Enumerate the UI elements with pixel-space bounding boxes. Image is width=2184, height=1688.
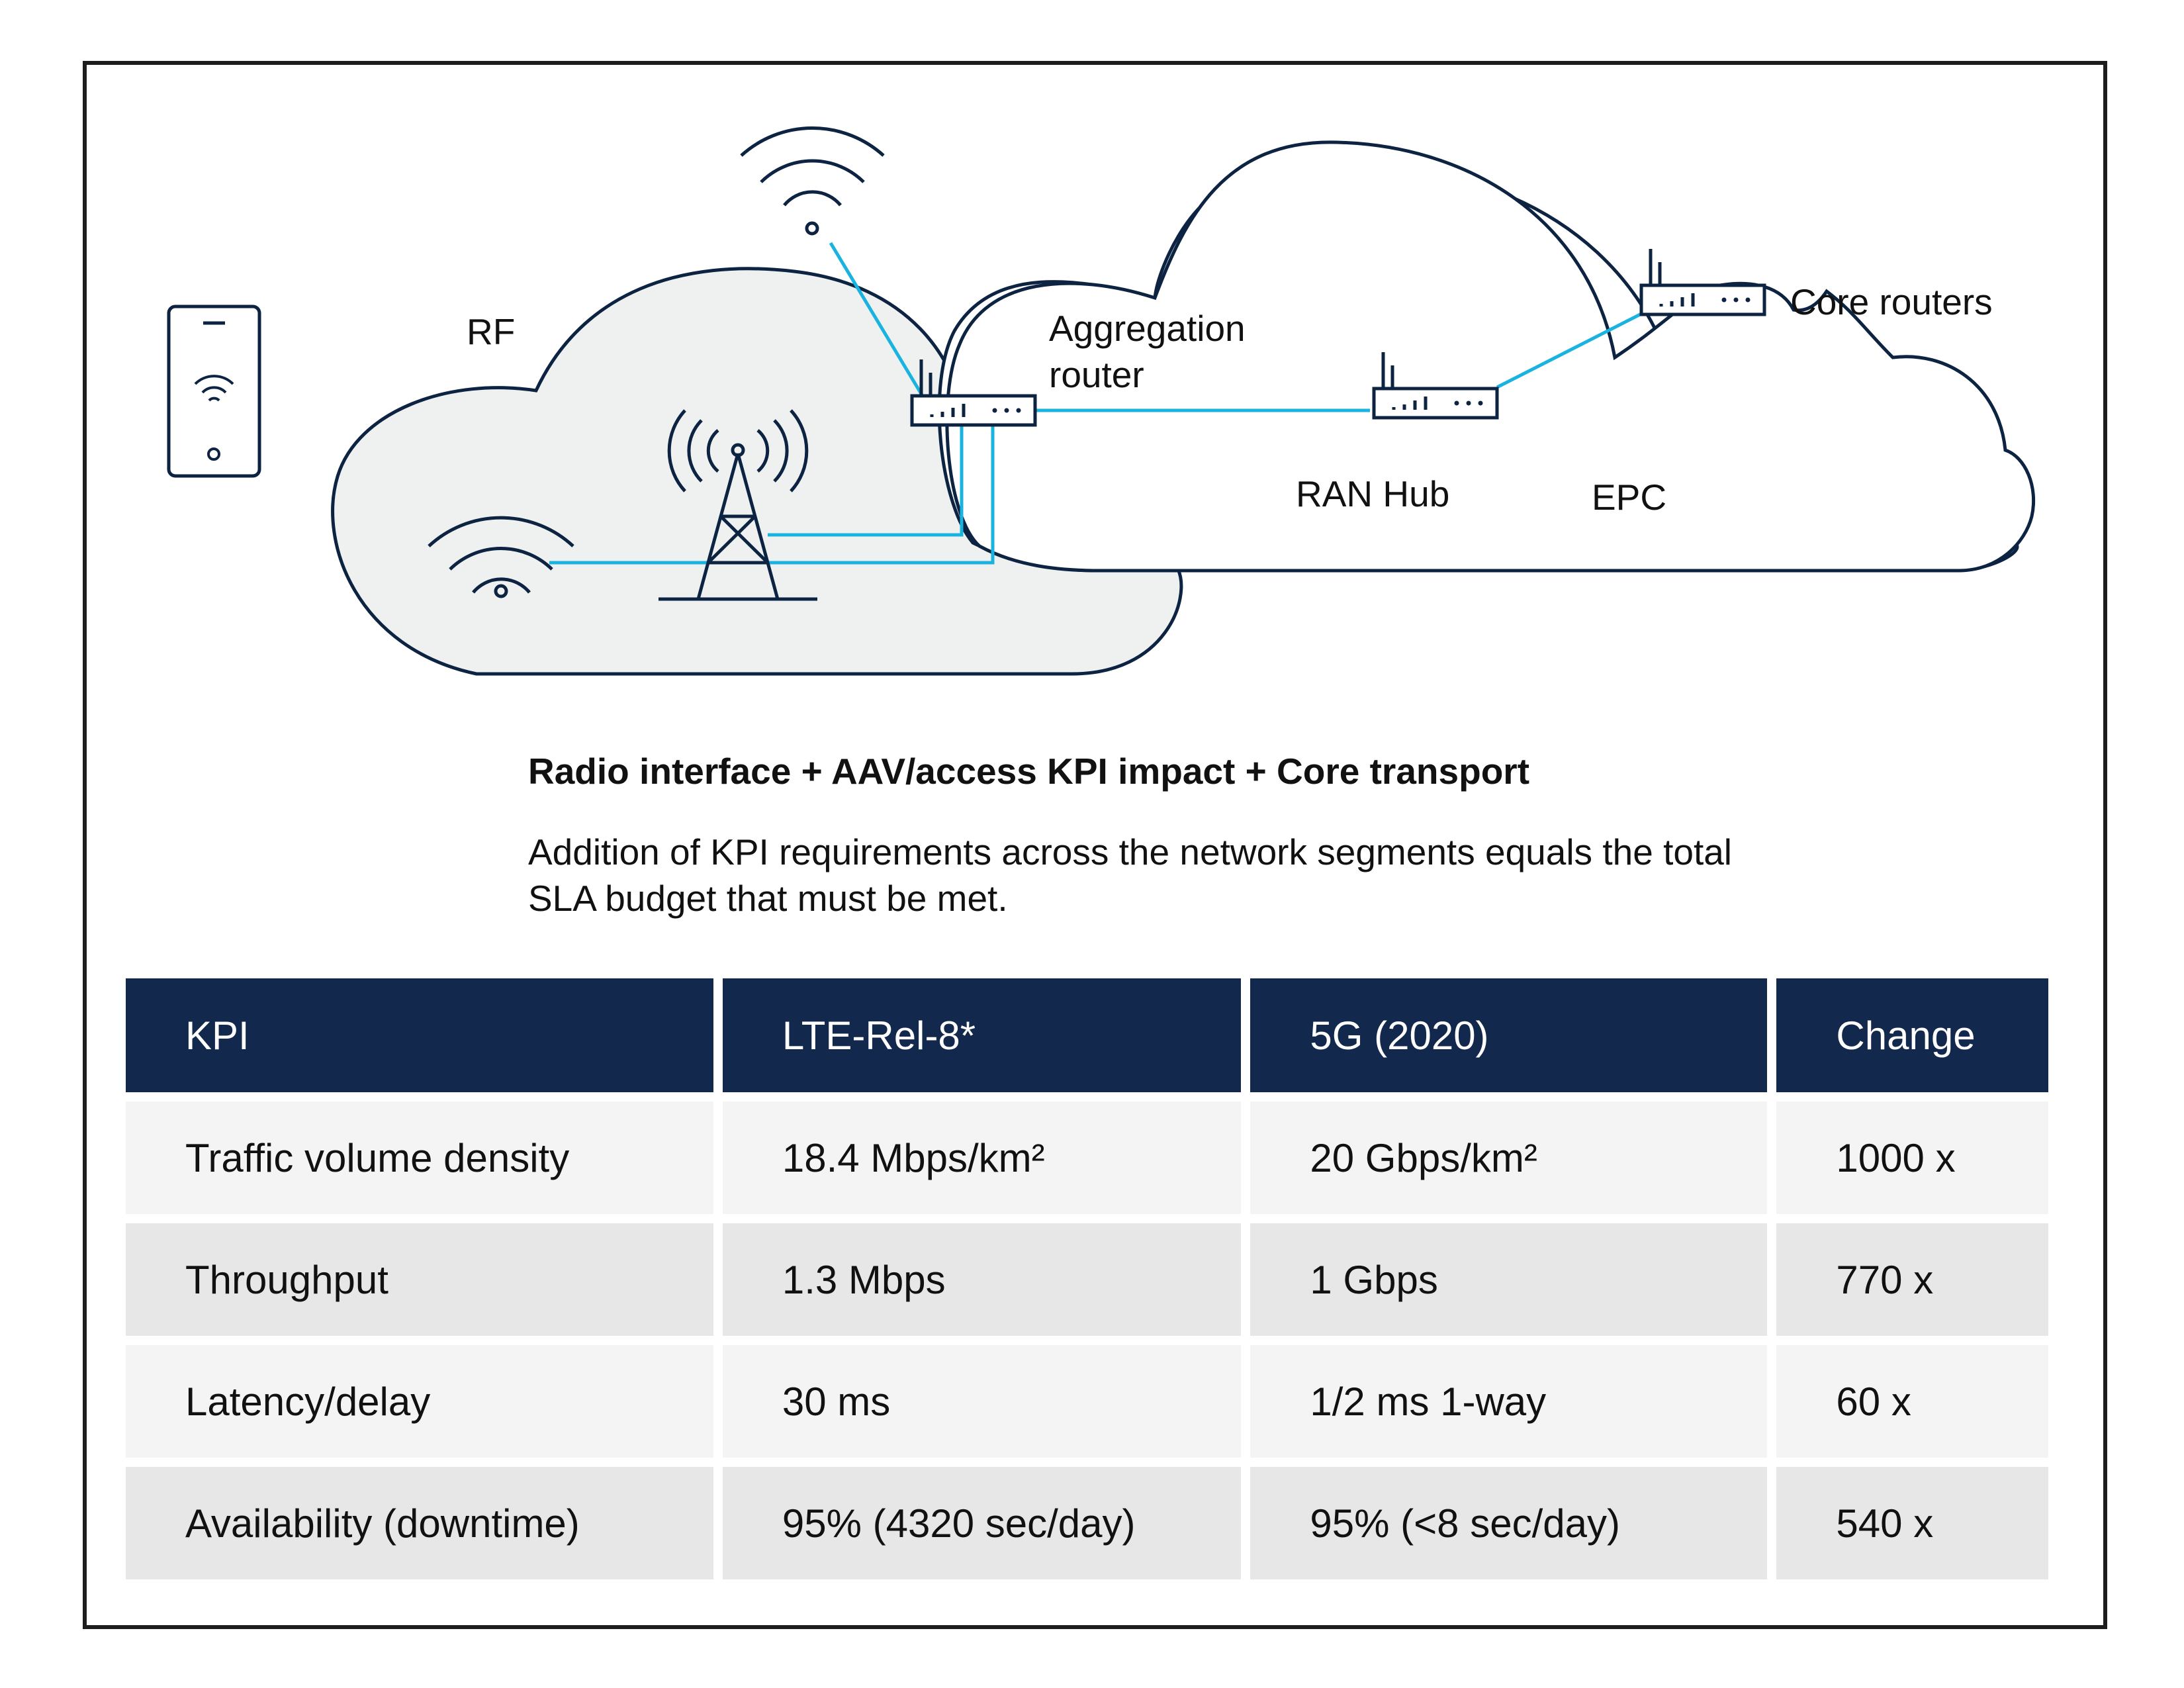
table-row: Availability (downtime) 95% (4320 sec/da… bbox=[126, 1467, 2048, 1579]
cell-kpi: Traffic volume density bbox=[126, 1102, 713, 1214]
cell-lte: 95% (4320 sec/day) bbox=[722, 1467, 1242, 1579]
aggregation-router-label-line1: Aggregation bbox=[1049, 308, 1246, 349]
table-row: Latency/delay 30 ms 1/2 ms 1-way 60 x bbox=[126, 1345, 2048, 1458]
cell-lte: 1.3 Mbps bbox=[722, 1223, 1242, 1336]
cell-lte: 30 ms bbox=[722, 1345, 1242, 1458]
core-cloud-outline bbox=[945, 140, 2036, 573]
core-routers-label: Core routers bbox=[1790, 281, 1993, 322]
figure-frame bbox=[83, 61, 2107, 1629]
cell-tower-icon bbox=[659, 409, 817, 601]
epc-label: EPC bbox=[1592, 477, 1666, 518]
cell-change: 1000 x bbox=[1776, 1102, 2048, 1214]
rf-label: RF bbox=[467, 311, 515, 352]
cell-kpi: Availability (downtime) bbox=[126, 1467, 713, 1579]
cell-5g: 95% (<8 sec/day) bbox=[1250, 1467, 1768, 1579]
diagram-description: Addition of KPI requirements across the … bbox=[528, 831, 1733, 919]
kpi-comparison-table: KPI LTE-Rel-8* 5G (2020) Change Traffic … bbox=[116, 969, 2058, 1589]
network-links bbox=[549, 242, 1648, 565]
cell-change: 770 x bbox=[1776, 1223, 2048, 1336]
column-header-lte: LTE-Rel-8* bbox=[722, 978, 1242, 1092]
cell-change: 540 x bbox=[1776, 1467, 2048, 1579]
ran-hub-label: RAN Hub bbox=[1296, 473, 1449, 514]
wifi-access-point-icon bbox=[428, 516, 574, 598]
cell-5g: 20 Gbps/km² bbox=[1250, 1102, 1768, 1214]
column-header-change: Change bbox=[1776, 978, 2048, 1092]
core-router-icon bbox=[1641, 249, 1764, 314]
column-header-kpi: KPI bbox=[126, 978, 713, 1092]
wifi-access-point-icon bbox=[740, 126, 885, 236]
table-row: Traffic volume density 18.4 Mbps/km² 20 … bbox=[126, 1102, 2048, 1214]
smartphone-icon bbox=[167, 305, 261, 478]
network-diagram: RF Aggregation router RAN Hub EPC Core r… bbox=[167, 126, 2036, 676]
cell-kpi: Latency/delay bbox=[126, 1345, 713, 1458]
cell-kpi: Throughput bbox=[126, 1223, 713, 1336]
cell-5g: 1/2 ms 1-way bbox=[1250, 1345, 1768, 1458]
aggregation-router-label-line2: router bbox=[1049, 354, 1144, 395]
table-header-row: KPI LTE-Rel-8* 5G (2020) Change bbox=[126, 978, 2048, 1092]
cell-5g: 1 Gbps bbox=[1250, 1223, 1768, 1336]
cell-lte: 18.4 Mbps/km² bbox=[722, 1102, 1242, 1214]
table-row: Throughput 1.3 Mbps 1 Gbps 770 x bbox=[126, 1223, 2048, 1336]
diagram-heading: Radio interface + AAV/access KPI impact … bbox=[528, 751, 1530, 792]
column-header-5g: 5G (2020) bbox=[1250, 978, 1768, 1092]
cell-change: 60 x bbox=[1776, 1345, 2048, 1458]
